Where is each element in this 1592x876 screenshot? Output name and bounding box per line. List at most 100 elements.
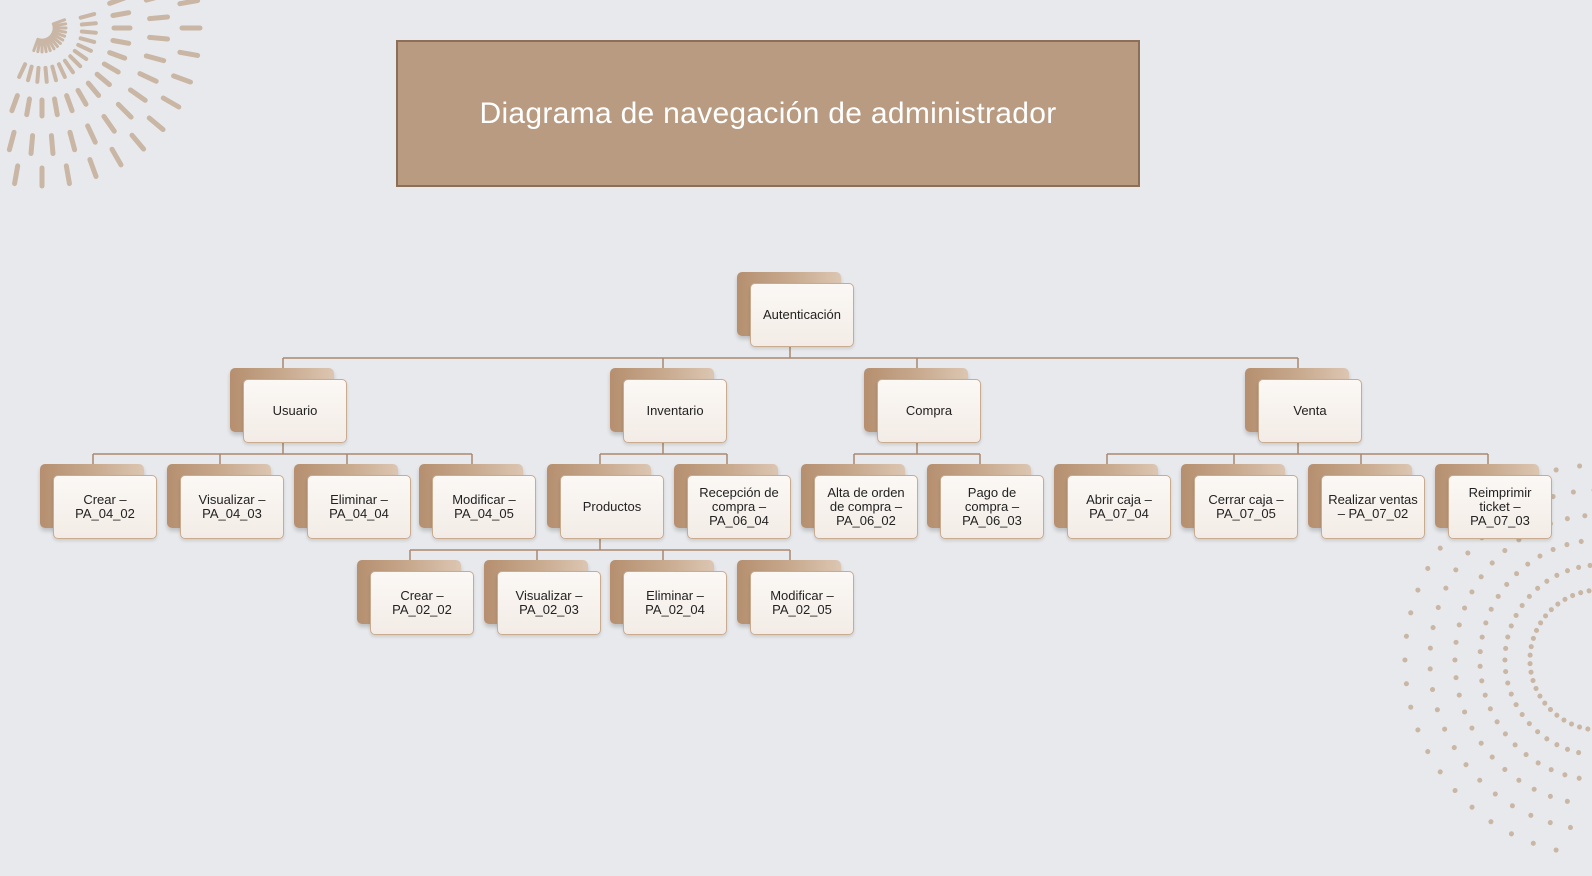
- decor-dash: [147, 14, 171, 22]
- node-label: Compra: [877, 379, 981, 443]
- decor-dash: [76, 42, 93, 53]
- decor-dash: [36, 38, 42, 54]
- decor-dash: [75, 87, 89, 107]
- node-label: Eliminar – PA_04_04: [307, 475, 411, 539]
- node-productos-crear: Crear – PA_02_02: [357, 560, 474, 635]
- page-title: Diagrama de navegación de administrador: [479, 96, 1057, 130]
- decor-dash: [79, 29, 98, 35]
- node-label: Crear – PA_02_02: [370, 571, 474, 635]
- node-usuario-eliminar: Eliminar – PA_04_04: [294, 464, 411, 539]
- decor-dash: [127, 87, 148, 103]
- decor-dash: [110, 38, 132, 46]
- node-label: Cerrar caja – PA_07_05: [1194, 475, 1298, 539]
- node-label: Recepción de compra – PA_06_04: [687, 475, 791, 539]
- node-label: Abrir caja – PA_07_04: [1067, 475, 1171, 539]
- node-compra: Compra: [864, 368, 981, 443]
- node-usuario-visualizar: Visualizar – PA_04_03: [167, 464, 284, 539]
- decor-dash: [85, 123, 98, 145]
- node-label: Eliminar – PA_02_04: [623, 571, 727, 635]
- decor-dash: [46, 36, 56, 51]
- node-venta: Venta: [1245, 368, 1362, 443]
- node-alta-orden-compra: Alta de orden de compra – PA_06_02: [801, 464, 918, 539]
- node-label: Modificar – PA_04_05: [432, 475, 536, 539]
- node-label: Venta: [1258, 379, 1362, 443]
- decor-dash: [79, 21, 98, 27]
- node-label: Productos: [560, 475, 664, 539]
- decor-dash: [48, 133, 56, 157]
- node-cerrar-caja: Cerrar caja – PA_07_05: [1181, 464, 1298, 539]
- node-label: Realizar ventas – PA_07_02: [1321, 475, 1425, 539]
- decor-dash: [42, 38, 48, 54]
- decor-dash: [44, 37, 52, 53]
- decor-dash: [6, 129, 17, 153]
- node-usuario-crear: Crear – PA_04_02: [40, 464, 157, 539]
- decor-dash: [43, 65, 49, 84]
- decor-dash: [52, 28, 68, 34]
- decor-dash: [137, 71, 159, 84]
- node-label: Visualizar – PA_04_03: [180, 475, 284, 539]
- node-label: Reimprimir ticket – PA_07_03: [1448, 475, 1552, 539]
- node-label: Pago de compra – PA_06_03: [940, 475, 1044, 539]
- node-label: Crear – PA_04_02: [53, 475, 157, 539]
- decor-dash: [87, 157, 99, 179]
- decor-dash: [49, 34, 62, 45]
- decor-dash: [85, 80, 102, 98]
- decor-dash: [177, 49, 201, 58]
- decor-dash: [171, 73, 193, 85]
- decor-dash: [129, 132, 147, 152]
- decor-dash: [48, 35, 59, 48]
- node-label: Inventario: [623, 379, 727, 443]
- decor-dash: [115, 101, 134, 120]
- node-usuario: Usuario: [230, 368, 347, 443]
- decor-dash: [35, 65, 41, 84]
- decor-dash: [147, 34, 171, 42]
- decor-dash: [177, 0, 201, 7]
- decor-dash: [24, 96, 32, 118]
- node-usuario-modificar: Modificar – PA_04_05: [419, 464, 536, 539]
- decor-dash: [107, 50, 128, 61]
- node-reimprimir-ticket: Reimprimir ticket – PA_07_03: [1435, 464, 1552, 539]
- decor-dash: [63, 163, 72, 187]
- decor-dash: [32, 37, 40, 53]
- decor-dash: [109, 146, 124, 168]
- decor-dash: [28, 133, 36, 157]
- title-banner: Diagrama de navegación de administrador: [396, 40, 1140, 187]
- decor-dash: [146, 115, 166, 133]
- decor-dash: [62, 58, 75, 75]
- decor-dash: [94, 71, 112, 88]
- node-inventario: Inventario: [610, 368, 727, 443]
- decor-dash: [12, 163, 21, 187]
- node-label: Alta de orden de compra – PA_06_02: [814, 475, 918, 539]
- decor-dash: [9, 93, 20, 114]
- node-autenticacion: Autenticación: [737, 272, 854, 347]
- node-label: Visualizar – PA_02_03: [497, 571, 601, 635]
- decor-dash: [78, 12, 97, 20]
- node-recepcion-compra: Recepción de compra – PA_06_04: [674, 464, 791, 539]
- node-abrir-caja: Abrir caja – PA_07_04: [1054, 464, 1171, 539]
- node-productos-visualizar: Visualizar – PA_02_03: [484, 560, 601, 635]
- node-pago-compra: Pago de compra – PA_06_03: [927, 464, 1044, 539]
- decor-dash: [56, 62, 67, 79]
- decor-dash: [50, 64, 58, 83]
- decor-dash: [160, 95, 182, 110]
- node-productos-eliminar: Eliminar – PA_02_04: [610, 560, 727, 635]
- decor-dash: [67, 129, 78, 153]
- decor-dash: [107, 0, 127, 6]
- decor-dash: [17, 62, 28, 79]
- decor-dash: [26, 64, 34, 83]
- decor-dash: [143, 53, 167, 64]
- decor-dash: [78, 36, 97, 44]
- decor-dash: [64, 93, 75, 114]
- decor-dash: [101, 113, 117, 134]
- decor-dash: [101, 61, 121, 75]
- decor-dash: [51, 18, 67, 26]
- decor-dash: [52, 22, 68, 28]
- decor-dash: [50, 32, 65, 42]
- decor-dash: [52, 96, 60, 118]
- node-realizar-ventas: Realizar ventas – PA_07_02: [1308, 464, 1425, 539]
- decor-dash: [72, 48, 89, 61]
- node-productos: Productos: [547, 464, 664, 539]
- decor-dash: [68, 54, 83, 69]
